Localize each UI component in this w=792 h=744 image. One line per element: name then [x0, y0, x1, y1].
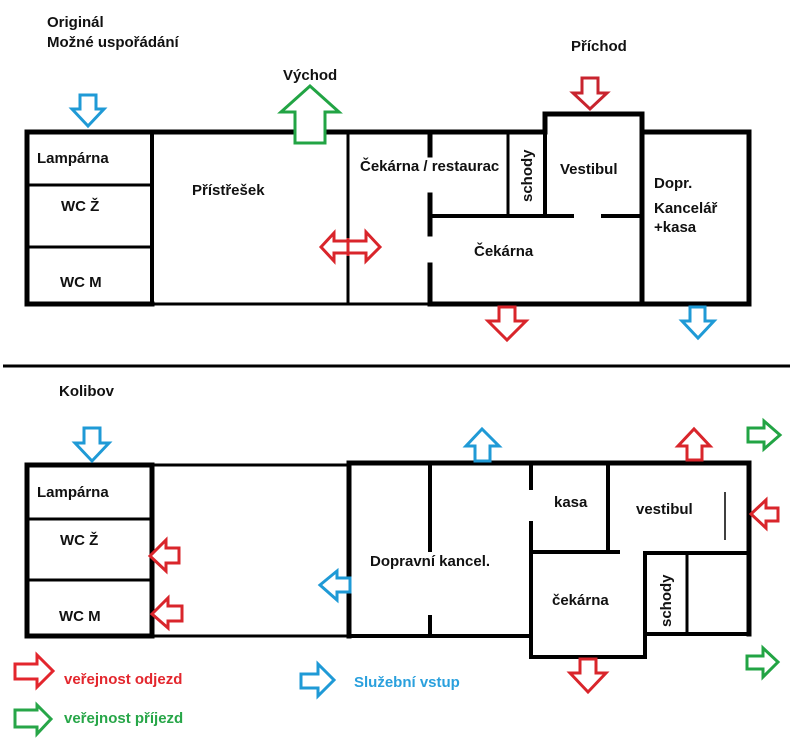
- departure-arrow-icon: [674, 426, 714, 462]
- departure-arrow-icon: [748, 496, 780, 532]
- double-arrow-icon: [318, 228, 383, 265]
- room-label-vestibul: vestibul: [636, 501, 693, 518]
- exit-label: Východ: [283, 67, 337, 84]
- entrance-arrow-icon: [569, 76, 611, 112]
- legend-service-label: Služební vstup: [354, 674, 460, 691]
- room-label-cekarna-restaurace: Čekárna / restaurac: [360, 157, 499, 175]
- room-label-pristresek: Přístřešek: [192, 182, 265, 199]
- legend-departure-label: veřejnost odjezd: [64, 671, 182, 688]
- room-label-dopravni-kancelar: Dopravní kancel.: [370, 553, 490, 570]
- exit-arrow-icon: [277, 83, 343, 145]
- legend-arrival-arrow-icon: [13, 701, 54, 738]
- departure-arrow-icon: [566, 657, 610, 695]
- legend-service-arrow-icon: [299, 660, 337, 700]
- legend: veřejnost odjezd veřejnost příjezd Služe…: [13, 651, 460, 738]
- kolibov-floor-plan: [24, 460, 752, 659]
- legend-departure-arrow-icon: [13, 651, 56, 691]
- departure-arrow-icon: [484, 305, 530, 343]
- room-label-lamparna: Lampárna: [37, 150, 109, 167]
- departure-arrow-icon: [147, 536, 181, 575]
- room-label-cekarna: čekárna: [552, 592, 609, 609]
- service-entry-arrow-icon: [462, 426, 503, 463]
- kolibov-title: Kolibov: [59, 383, 115, 400]
- room-label-dopr: Dopr.: [654, 175, 692, 192]
- original-title: Originál: [47, 14, 104, 31]
- room-label-cekarna: Čekárna: [474, 242, 534, 260]
- original-floor-plan: [24, 111, 752, 307]
- service-entry-arrow-icon: [678, 305, 718, 341]
- arrival-arrow-icon: [745, 644, 781, 681]
- entrance-label: Příchod: [571, 38, 627, 55]
- departure-arrow-icon: [149, 594, 184, 632]
- service-entry-arrow-icon: [68, 93, 108, 129]
- arrival-arrow-icon: [746, 417, 783, 453]
- room-label-schody: schody: [519, 149, 536, 202]
- service-entry-arrow-icon: [71, 426, 113, 464]
- room-label-kancelar: Kancelář: [654, 200, 718, 217]
- room-label-wc-m: WC M: [59, 608, 101, 625]
- legend-arrival-label: veřejnost příjezd: [64, 710, 183, 727]
- service-entry-arrow-icon: [317, 567, 352, 604]
- room-label-lamparna: Lampárna: [37, 484, 109, 501]
- room-label-wc-m: WC M: [60, 274, 102, 291]
- room-label-schody: schody: [658, 574, 675, 627]
- room-label-wc-z: WC Ž: [61, 197, 99, 215]
- room-label-kasa: +kasa: [654, 219, 697, 236]
- room-label-vestibul: Vestibul: [560, 161, 618, 178]
- room-label-wc-z: WC Ž: [60, 531, 98, 549]
- room-label-kasa: kasa: [554, 494, 588, 511]
- original-subtitle: Možné uspořádání: [47, 34, 180, 51]
